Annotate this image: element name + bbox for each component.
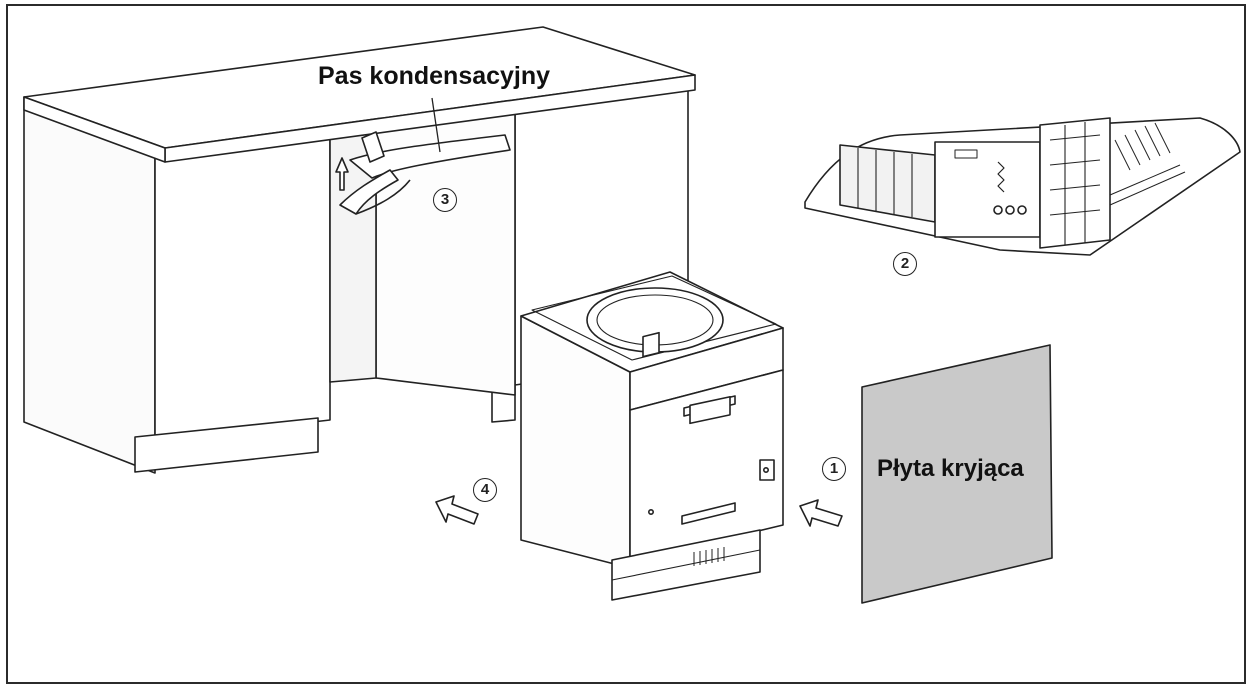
arrow-step-1: [799, 499, 843, 527]
step-marker-1: 1: [822, 457, 846, 481]
arrow-step-4: [435, 495, 479, 525]
cover-panel-label: Płyta kryjąca: [877, 455, 1024, 482]
dishwasher: [520, 271, 784, 601]
condensation-strip: [335, 97, 511, 215]
top-detail-view: [804, 117, 1241, 256]
step-marker-2: 2: [893, 252, 917, 276]
step-marker-4: 4: [473, 478, 497, 502]
condensation-strip-label: Pas kondensacyjny: [318, 62, 551, 90]
cover-panel: [861, 344, 1053, 604]
step-marker-3: 3: [433, 188, 457, 212]
diagram-frame: [6, 4, 1246, 684]
